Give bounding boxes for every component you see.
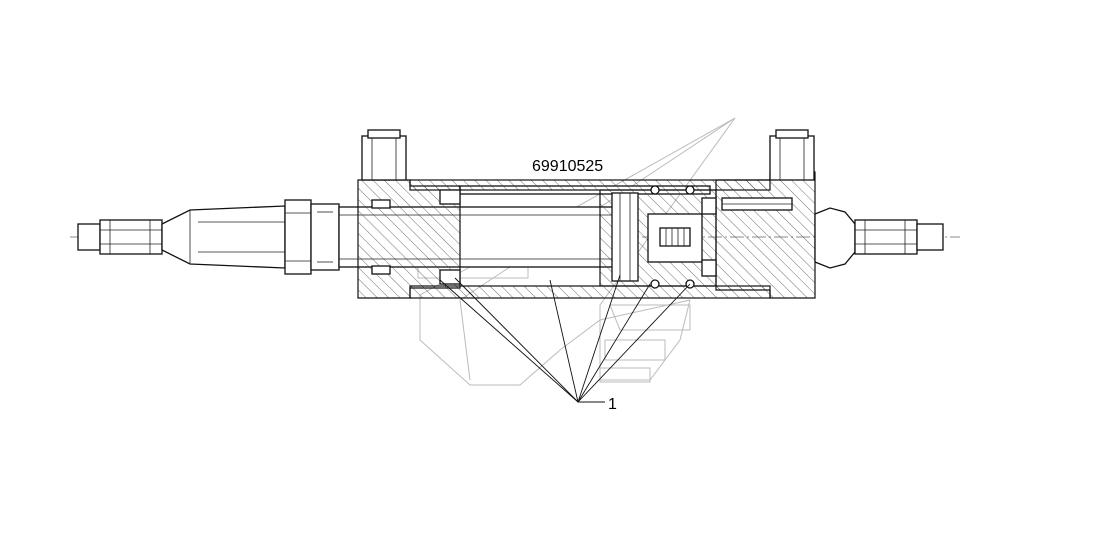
right-port-fitting [769, 129, 815, 181]
cylinder-body [357, 171, 816, 299]
callout-label-1: 1 [608, 396, 617, 413]
left-rod-end [77, 205, 286, 269]
right-rod-end [814, 207, 944, 269]
jam-nut [284, 199, 340, 275]
callout-leaders [439, 274, 691, 403]
piston [599, 185, 717, 289]
gland-seals [371, 189, 461, 285]
part-number-label: 69910525 [532, 158, 603, 175]
left-port-fitting [361, 129, 407, 181]
